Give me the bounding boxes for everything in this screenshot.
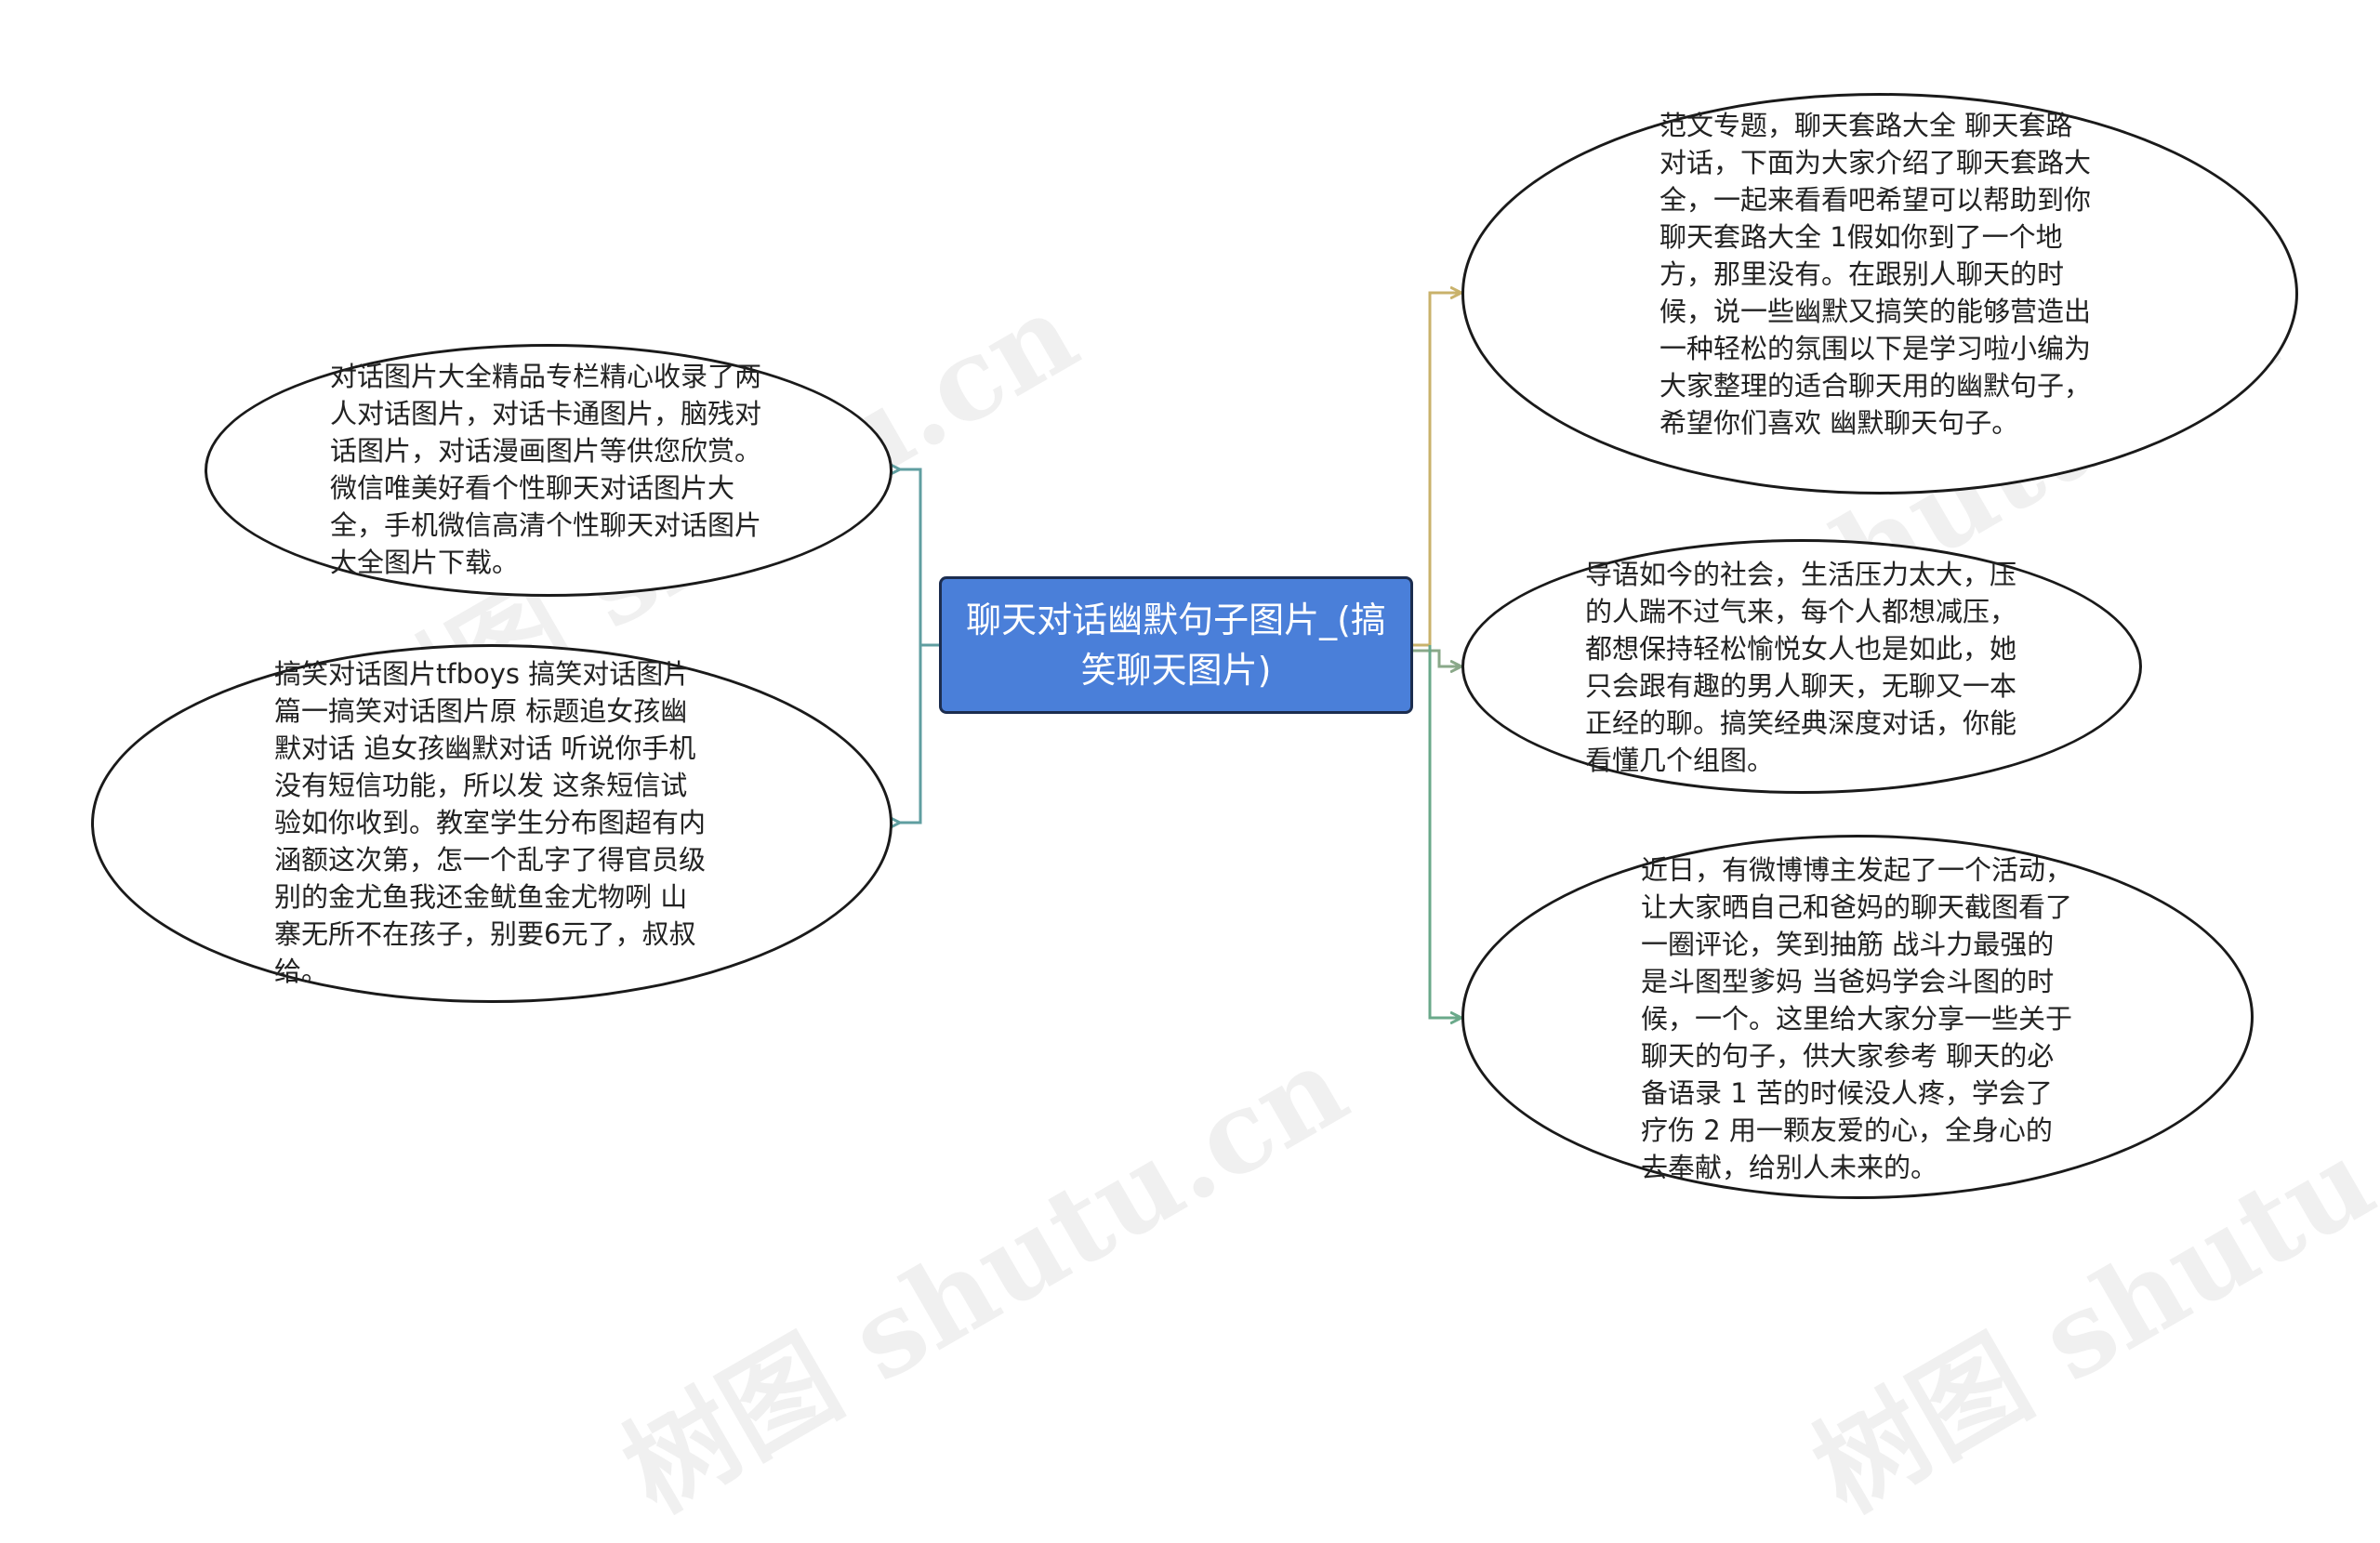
connector-left-bottom bbox=[900, 645, 922, 823]
branch-text-right-middle: 导语如今的社会，生活压力太大，压的人踹不过气来，每个人都想减压，都想保持轻松愉悦… bbox=[1585, 559, 2017, 776]
branch-bubble-left-bottom bbox=[91, 644, 892, 1003]
connector-right-bottom bbox=[1428, 645, 1461, 1018]
branch-text-left-bottom: 搞笑对话图片tfboys 搞笑对话图片 篇一搞笑对话图片原 标题追女孩幽默对话 … bbox=[274, 658, 707, 987]
connector-left-top bbox=[900, 469, 939, 647]
branch-text-left-top: 对话图片大全精品专栏精心收录了两人对话图片，对话卡通图片，脑残对话图片，对话漫画… bbox=[330, 361, 762, 578]
branch-bubble-right-bottom bbox=[1461, 835, 2254, 1199]
branch-bubble-left-top bbox=[205, 344, 892, 597]
connector-right-middle bbox=[1413, 649, 1461, 666]
branch-bubble-right-middle bbox=[1461, 539, 2142, 794]
branch-text-right-bottom: 近日，有微博博主发起了一个活动，让大家晒自己和爸妈的聊天截图看了一圈评论，笑到抽… bbox=[1641, 854, 2073, 1183]
central-topic-title: 聊天对话幽默句子图片_(搞笑聊天图片) bbox=[966, 600, 1386, 691]
connector-lines bbox=[0, 0, 2380, 1289]
branch-bubble-right-top bbox=[1461, 93, 2298, 495]
connector-right-top bbox=[1413, 293, 1461, 647]
branch-text-right-top: 范文专题，聊天套路大全 聊天套路对话，下面为大家介绍了聊天套路大全，一起来看看吧… bbox=[1659, 110, 2092, 439]
central-topic-node[interactable]: 聊天对话幽默句子图片_(搞笑聊天图片) bbox=[939, 576, 1413, 714]
